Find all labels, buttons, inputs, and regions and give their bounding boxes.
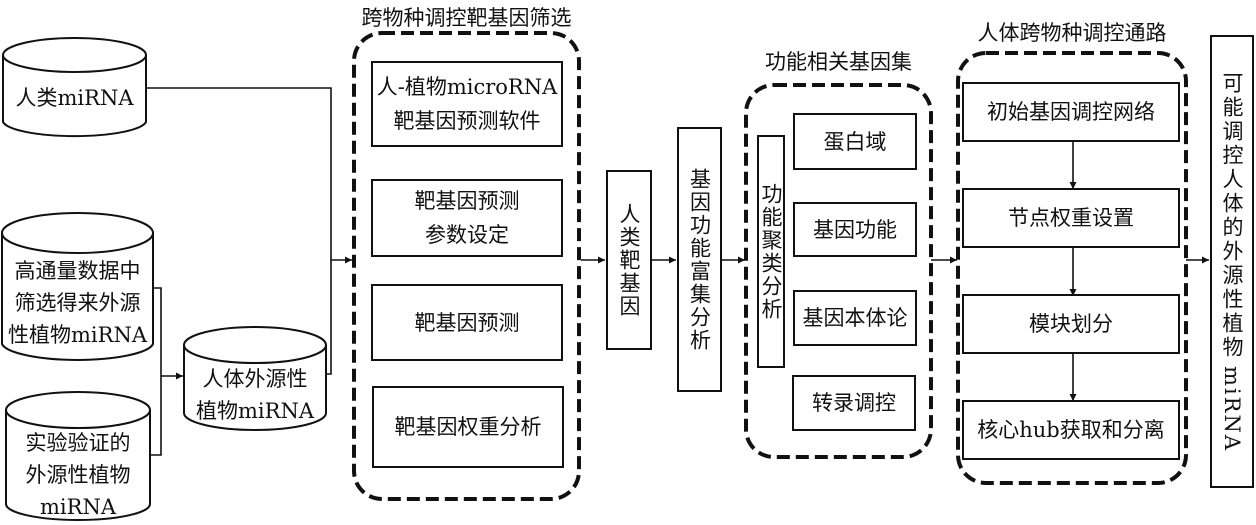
connector-merged-to-group1 xyxy=(326,256,352,375)
gene-set-transcription-regulation[interactable]: 转录调控 xyxy=(792,375,916,431)
group-frame-target-screening xyxy=(352,31,581,501)
label-line: 实验验证的 xyxy=(25,431,131,455)
gene-set-protein-domain[interactable]: 蛋白域 xyxy=(793,113,917,170)
function-cluster-analysis[interactable]: 功能聚类分析 xyxy=(757,135,785,368)
gene-function-enrichment[interactable]: 基因功能富集分析 xyxy=(677,127,722,392)
step-target-prediction[interactable]: 靶基因预测 xyxy=(371,284,563,361)
label-line: 性植物miRNA xyxy=(8,323,147,347)
label-line: 靶基因预测 xyxy=(414,189,520,213)
source-human-mirna: 人类miRNA xyxy=(3,72,146,124)
source-human-mirna-label: 人类miRNA xyxy=(15,86,134,110)
group-title-regulatory-pathway: 人体跨物种调控通路 xyxy=(977,21,1167,45)
pathway-step-node-weights[interactable]: 节点权重设置 xyxy=(962,188,1180,248)
label-line: miRNA xyxy=(40,495,116,519)
output-candidate-mirna[interactable]: 可能调控人体的外源性植物 miRNA xyxy=(1210,35,1254,488)
step-prediction-software[interactable]: 人-植物microRNA 靶基因预测软件 xyxy=(371,61,563,147)
pathway-step-hub-extraction[interactable]: 核心hub获取和分离 xyxy=(962,400,1180,460)
human-target-genes[interactable]: 人类靶基因 xyxy=(606,170,652,350)
output-label-latin: miRNA xyxy=(1220,365,1244,452)
group-title-gene-sets: 功能相关基因集 xyxy=(765,50,912,74)
step-weight-analysis[interactable]: 靶基因权重分析 xyxy=(372,386,564,468)
pathway-step-initial-network[interactable]: 初始基因调控网络 xyxy=(962,82,1180,142)
source-validated: 实验验证的 外源性植物 miRNA xyxy=(6,425,150,525)
group-frame-regulatory-pathway xyxy=(956,51,1188,485)
label-line: 参数设定 xyxy=(425,223,509,247)
cylinder-high-throughput xyxy=(1,212,154,361)
label-line: 植物miRNA xyxy=(196,399,314,423)
cylinder-human-mirna xyxy=(2,37,147,138)
label-line: 人-植物microRNA xyxy=(376,75,558,99)
cylinder-validated xyxy=(5,391,151,521)
label-line: 靶基因预测 xyxy=(414,310,520,335)
step-parameter-setting[interactable]: 靶基因预测 参数设定 xyxy=(371,179,563,257)
group-title-target-screening: 跨物种调控靶基因筛选 xyxy=(361,6,572,30)
label-line: 靶基因预测软件 xyxy=(393,109,541,133)
group-frame-gene-sets xyxy=(744,83,933,459)
gene-set-gene-ontology[interactable]: 基因本体论 xyxy=(793,290,917,346)
output-label-chinese: 可能调控人体的外源性植物 xyxy=(1220,71,1244,360)
label-line: 人体外源性 xyxy=(202,367,308,391)
source-high-throughput: 高通量数据中 筛选得来外源 性植物miRNA xyxy=(2,253,153,353)
connector-sources-merge xyxy=(150,287,162,456)
label-line: 靶基因权重分析 xyxy=(394,415,542,439)
pathway-step-module-partition[interactable]: 模块划分 xyxy=(962,294,1180,354)
label-line: 筛选得来外源 xyxy=(14,291,141,315)
merged-plant-mirna: 人体外源性 植物miRNA xyxy=(184,362,326,428)
connector-human-to-group1 xyxy=(146,87,332,260)
cylinder-merged xyxy=(183,326,327,431)
label-line: 外源性植物 xyxy=(25,463,131,487)
label-line: 高通量数据中 xyxy=(14,259,141,283)
gene-set-gene-function[interactable]: 基因功能 xyxy=(793,202,917,257)
